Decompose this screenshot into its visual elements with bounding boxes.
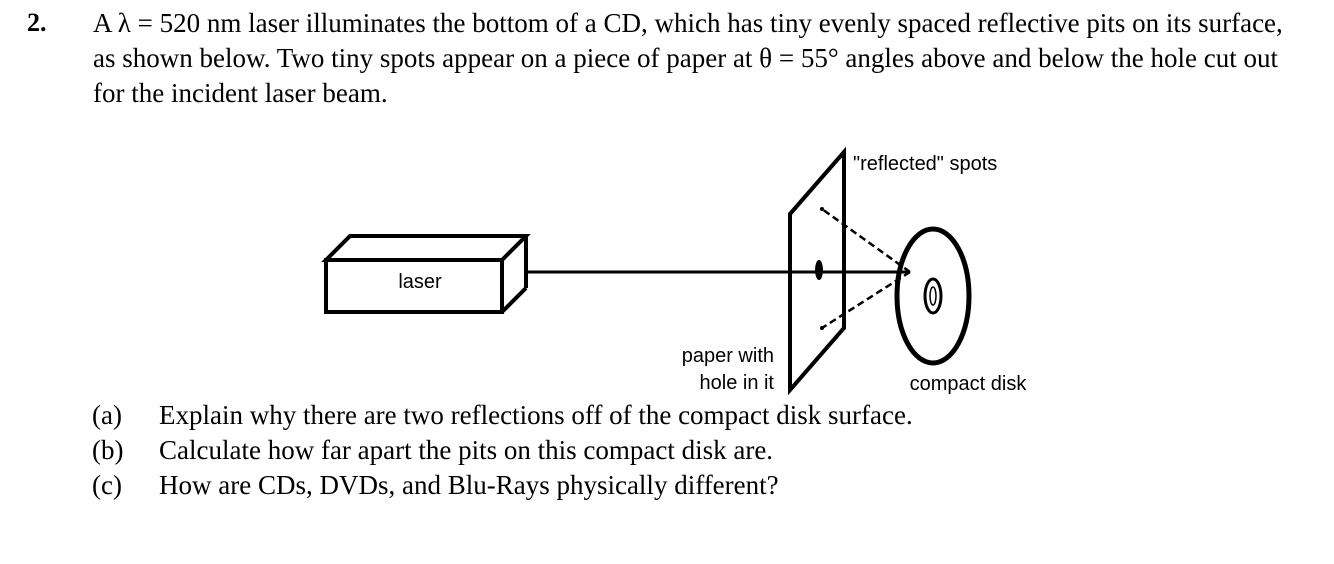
question-number: 2. [27,8,47,37]
reflected-spot-upper [820,207,824,211]
question-stem: A λ = 520 nm laser illuminates the botto… [93,8,1283,108]
part-b-label: (b) [92,435,124,465]
part-c-label: (c) [92,470,122,500]
part-a: (a) Explain why there are two reflections… [92,398,913,432]
part-a-text: Explain why there are two reflections of… [159,400,913,430]
disk-label: compact disk [910,373,1028,395]
compact-disk [894,226,972,366]
reflected-spot-lower [820,326,824,330]
part-b-text: Calculate how far apart the pits on this… [159,435,774,465]
paper-sheet [788,146,846,396]
paper-label-line1: paper with [682,345,774,367]
spots-label: "reflected" spots [853,153,997,175]
laser-label: laser [398,271,442,293]
paper-label-line2: hole in it [700,372,775,394]
laser-box [321,234,531,314]
part-c: (c) How are CDs, DVDs, and Blu-Rays physi… [92,468,779,502]
part-a-label: (a) [92,400,122,430]
part-b: (b) Calculate how far apart the pits on t… [92,433,773,467]
part-c-text: How are CDs, DVDs, and Blu-Rays physical… [159,470,779,500]
paper-hole [815,260,823,280]
